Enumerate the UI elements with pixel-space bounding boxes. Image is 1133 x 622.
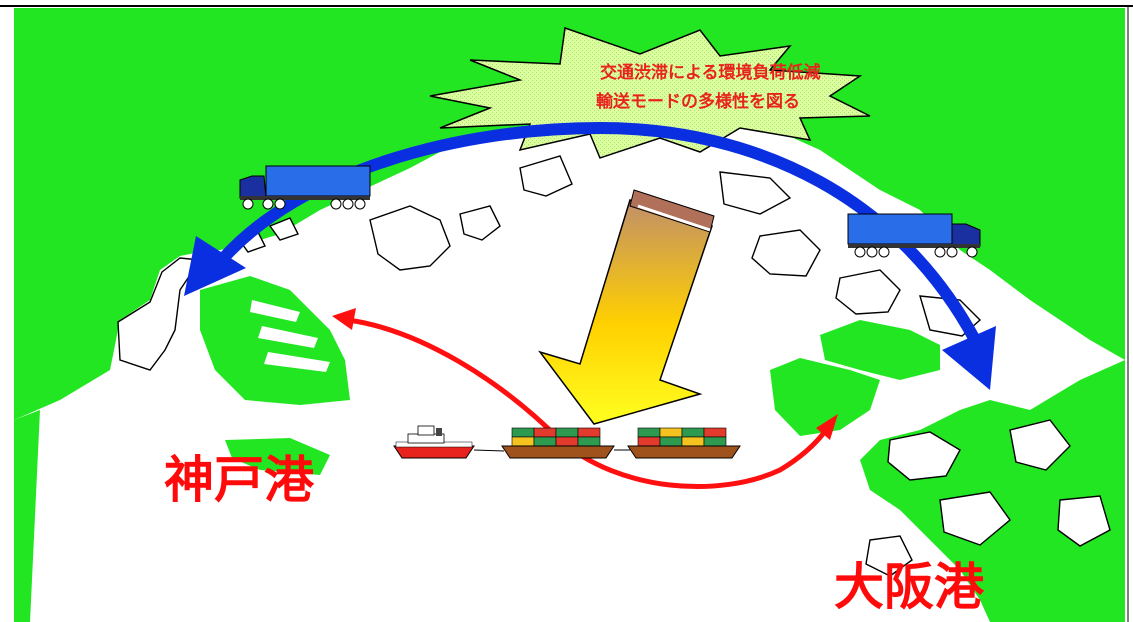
shift-arrow-icon [538, 189, 715, 425]
container-barge-icon [501, 427, 630, 459]
kobe-channels [250, 300, 330, 372]
blue-arrowhead-east [942, 326, 996, 390]
truck-icon [239, 165, 371, 210]
kobe-port-label: 神戸港 [164, 451, 315, 509]
truck-icon [847, 213, 981, 258]
ship-icon [393, 425, 505, 459]
container-barge-icon [627, 427, 741, 459]
burst-line-1: 交通渋滞による環境負荷低減 [600, 62, 821, 83]
osaka-port-label: 大阪港 [834, 558, 985, 616]
harbor-outlines [117, 155, 1111, 577]
red-arrowhead-kobe [332, 308, 356, 330]
blue-arrowhead-west [184, 236, 246, 296]
kobe-south-island [225, 438, 330, 475]
osaka-island-2 [820, 320, 940, 380]
east-shore [860, 360, 1125, 622]
burst-line-2: 輸送モードの多様性を図る [596, 91, 800, 112]
sea-route-arrow [332, 308, 838, 490]
red-arrowhead-osaka [816, 414, 838, 440]
osaka-island-1 [770, 358, 880, 436]
west-shore [14, 410, 40, 622]
